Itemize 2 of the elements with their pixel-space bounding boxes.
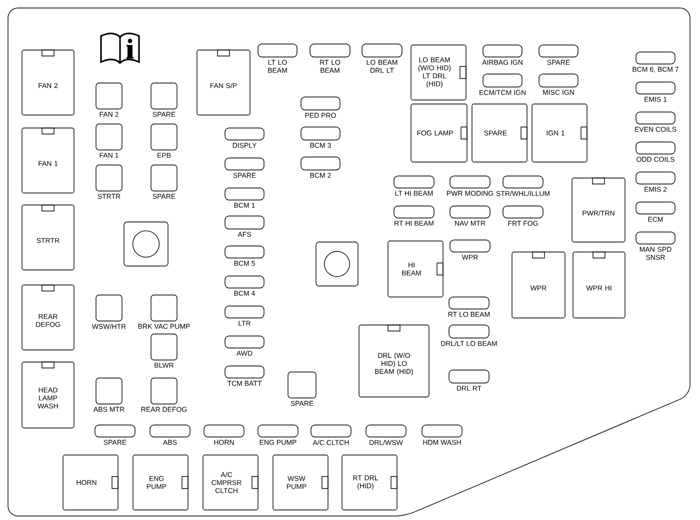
mounting-knob — [124, 222, 168, 266]
mounting-knob — [316, 242, 358, 286]
